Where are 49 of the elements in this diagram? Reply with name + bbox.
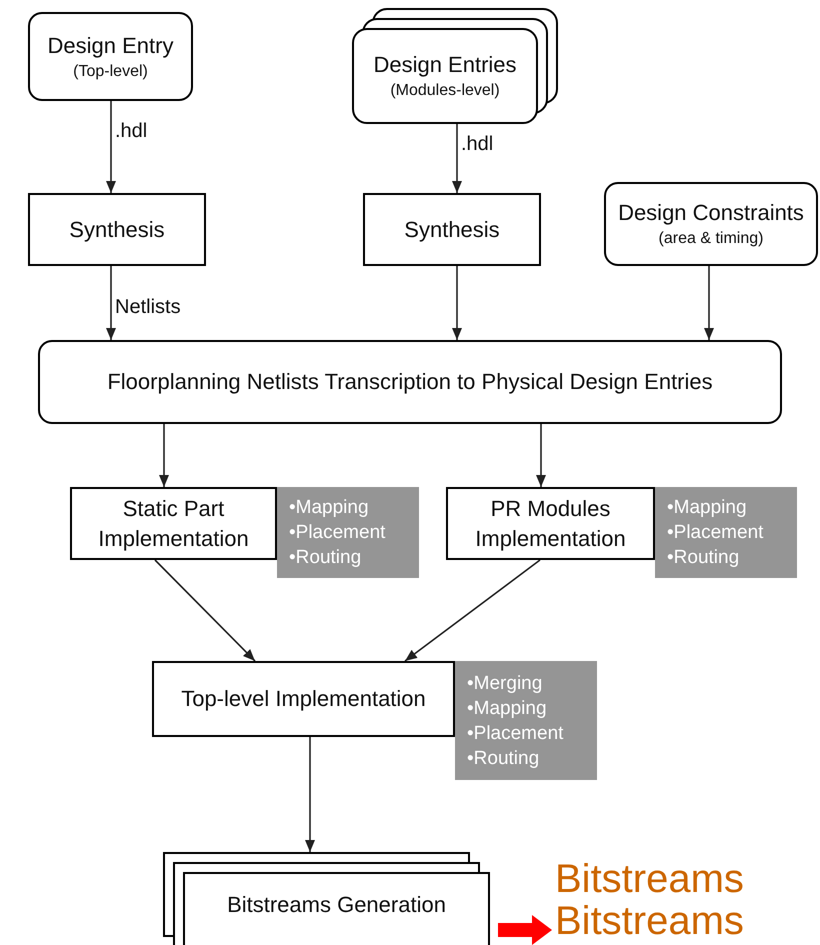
arrow (305, 737, 315, 852)
arrow (452, 266, 462, 340)
step-item: •Routing (667, 546, 740, 570)
step-item: •Routing (467, 746, 540, 770)
box-title: Static Part Implementation (97, 494, 250, 553)
step-item: •Merging (467, 672, 542, 696)
box-title: Design Entry (48, 32, 174, 60)
step-item: •Mapping (289, 496, 369, 520)
box-title: Bitstreams Generation (227, 890, 446, 918)
arrow (498, 915, 552, 945)
process-box (446, 487, 655, 560)
stacked-boxes (163, 852, 490, 945)
box-title: Synthesis (69, 216, 165, 244)
process-box (363, 193, 541, 266)
rounded-process-box (38, 340, 782, 424)
step-item: •Placement (289, 521, 386, 545)
arrow (106, 266, 116, 340)
box-title: Design Constraints (618, 199, 804, 227)
output-label: Bitstreams (555, 900, 744, 942)
step-item: •Mapping (667, 496, 747, 520)
box-subtitle: (Modules-level) (390, 81, 500, 101)
arrow (404, 559, 540, 662)
step-list-panel (455, 661, 597, 780)
box-title: Top-level Implementation (181, 685, 426, 713)
output-label: Bitstreams (555, 858, 744, 900)
arrow (536, 424, 546, 487)
step-item: •Routing (289, 546, 362, 570)
box-title: Synthesis (404, 216, 500, 244)
step-list-panel (277, 487, 419, 578)
rounded-process-box (604, 182, 818, 266)
step-list-panel (655, 487, 797, 578)
arrow (159, 424, 169, 487)
rounded-process-box (28, 12, 193, 101)
box-title: PR Modules Implementation (474, 494, 627, 553)
stacked-boxes (352, 8, 558, 124)
arrow (154, 559, 256, 662)
box-title: Floorplanning Netlists Transcription to Physical Design Entries (106, 368, 714, 396)
box-title: Design Entries (373, 51, 517, 79)
process-box (28, 193, 206, 266)
arrow (106, 101, 116, 193)
step-item: •Placement (667, 521, 764, 545)
arrow (704, 266, 714, 340)
box-subtitle: (Top-level) (73, 62, 148, 82)
step-item: •Placement (467, 722, 564, 746)
process-box (152, 661, 455, 737)
arrow (452, 124, 462, 193)
process-box (70, 487, 277, 560)
step-item: •Mapping (467, 696, 547, 720)
box-subtitle: (area & timing) (658, 229, 764, 249)
